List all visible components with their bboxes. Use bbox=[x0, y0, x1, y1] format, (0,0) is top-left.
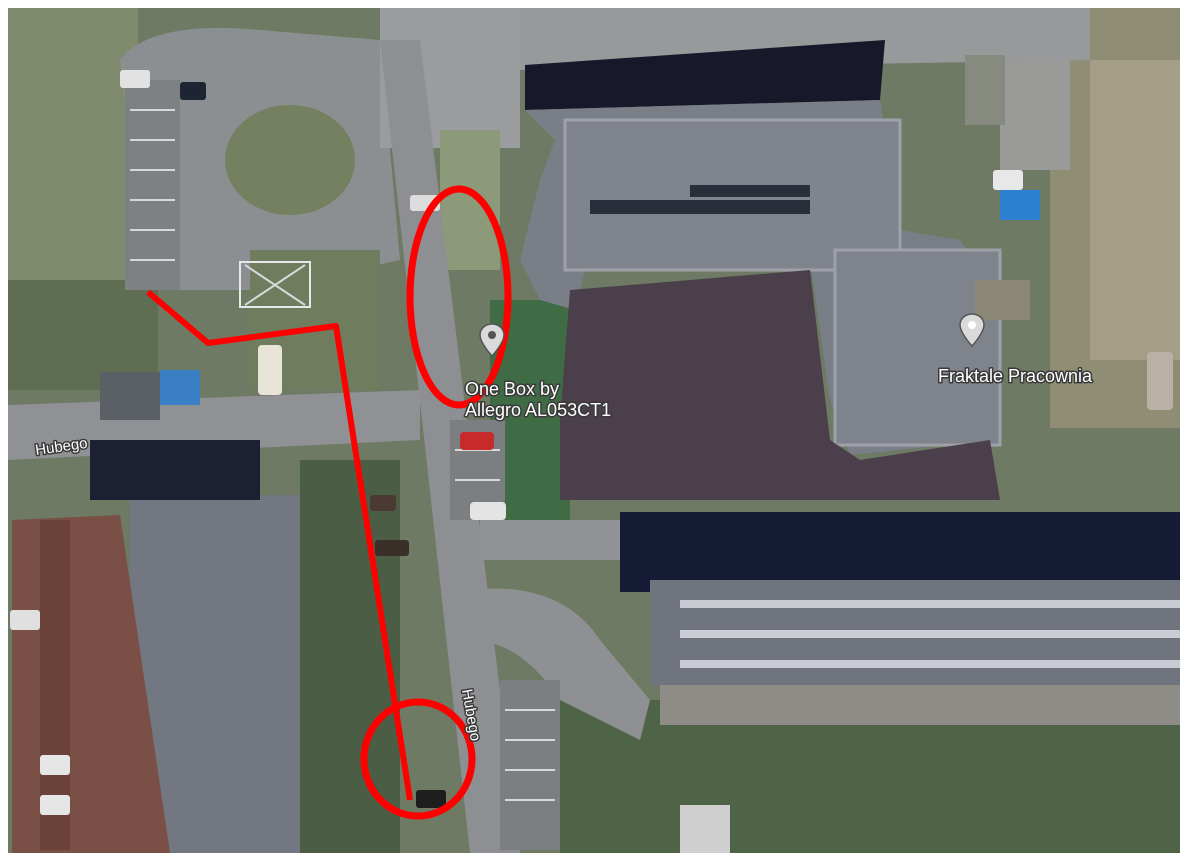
vegetation-areas bbox=[8, 8, 1180, 853]
place-label-one-box-line1[interactable]: One Box by bbox=[464, 378, 561, 401]
marked-area-south bbox=[360, 698, 476, 820]
buildings bbox=[12, 40, 1180, 853]
route-line bbox=[146, 289, 413, 801]
parked-cars bbox=[10, 70, 1173, 815]
route-annotations bbox=[146, 185, 512, 820]
map-pin-icon[interactable] bbox=[479, 323, 505, 358]
place-label-one-box-line2[interactable]: Allegro AL053CT1 bbox=[464, 399, 613, 422]
place-label-fraktale[interactable]: Fraktale Pracownia bbox=[937, 365, 1095, 388]
marked-area-north bbox=[406, 185, 512, 409]
map-pin-icon[interactable] bbox=[959, 313, 985, 348]
